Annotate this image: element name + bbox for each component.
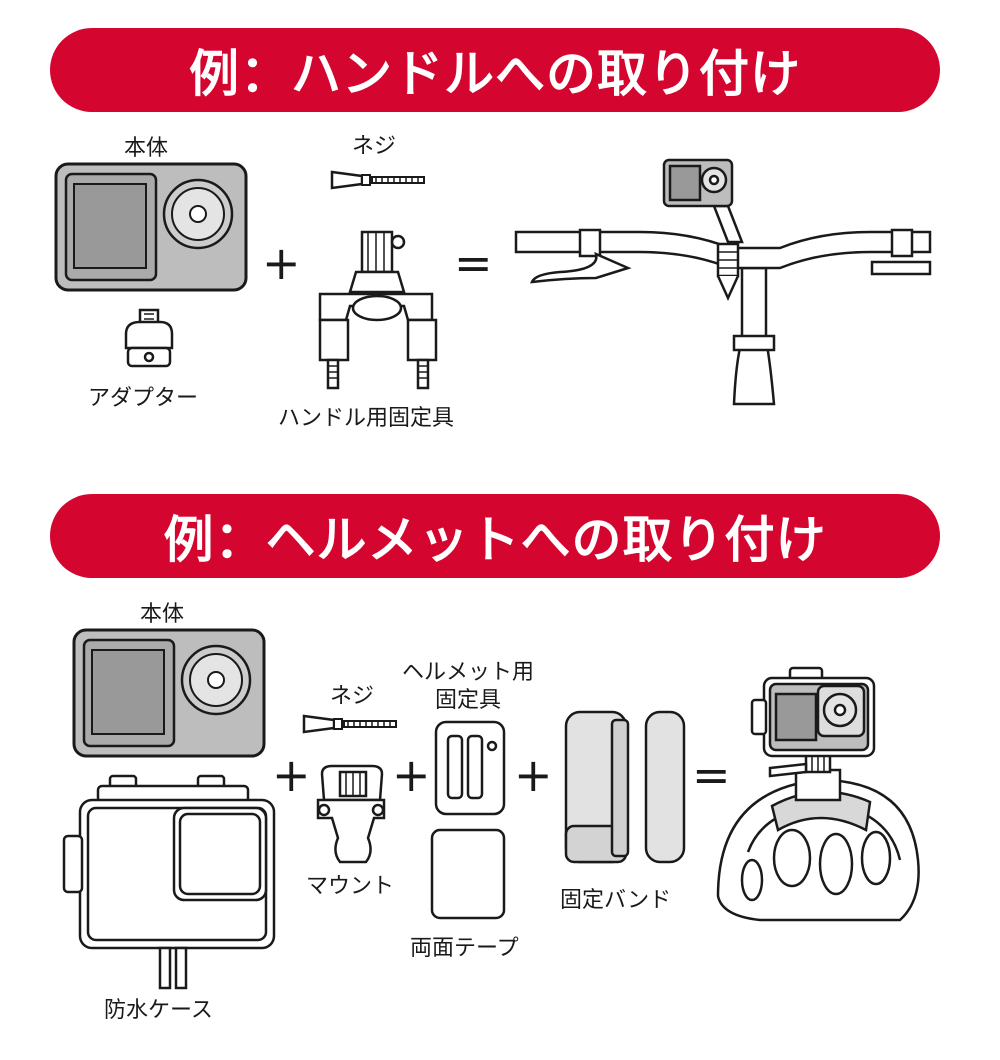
section1-title: 例：ハンドルへの取り付け — [189, 45, 801, 103]
plus-sign-2: + — [272, 748, 311, 802]
helmet-with-camera-icon — [716, 666, 920, 922]
helmet-mount-icon — [434, 720, 506, 816]
band-label: 固定バンド — [560, 888, 672, 913]
buckle-mount-icon — [316, 764, 386, 864]
handle-mount-label: ハンドル用固定具 — [278, 406, 455, 431]
section2-title-banner: 例：ヘルメットへの取り付け — [50, 494, 940, 578]
bicycle-handlebar-icon — [514, 158, 932, 406]
mount-label: マウント — [306, 874, 395, 899]
screw-label-1: ネジ — [352, 134, 397, 159]
strap-band-icon — [564, 710, 686, 864]
waterproof-case-icon — [62, 774, 276, 990]
plus-sign-1: + — [262, 236, 301, 290]
helmet-mount-label-line2: 固定具 — [434, 688, 501, 713]
equals-sign-1: = — [454, 236, 493, 290]
section1-title-banner: 例：ハンドルへの取り付け — [50, 28, 940, 112]
screw-label-2: ネジ — [330, 684, 375, 709]
camera-body-icon — [54, 162, 248, 292]
equals-sign-2: = — [692, 748, 731, 802]
plus-sign-3: + — [392, 748, 431, 802]
screw-icon — [330, 170, 426, 190]
case-label: 防水ケース — [104, 998, 213, 1023]
helmet-mount-label-line1: ヘルメット用 — [401, 660, 534, 685]
adapter-icon — [124, 308, 174, 368]
section2-title: 例：ヘルメットへの取り付け — [163, 511, 827, 569]
screw-icon — [302, 714, 398, 734]
handle-mount-icon — [318, 230, 438, 390]
camera-body-icon — [72, 628, 266, 758]
body-label-1: 本体 — [124, 136, 169, 161]
adapter-label: アダプター — [88, 386, 199, 411]
body-label-2: 本体 — [140, 602, 185, 627]
tape-label: 両面テープ — [410, 936, 519, 961]
double-sided-tape-icon — [430, 828, 506, 920]
plus-sign-4: + — [514, 748, 553, 802]
